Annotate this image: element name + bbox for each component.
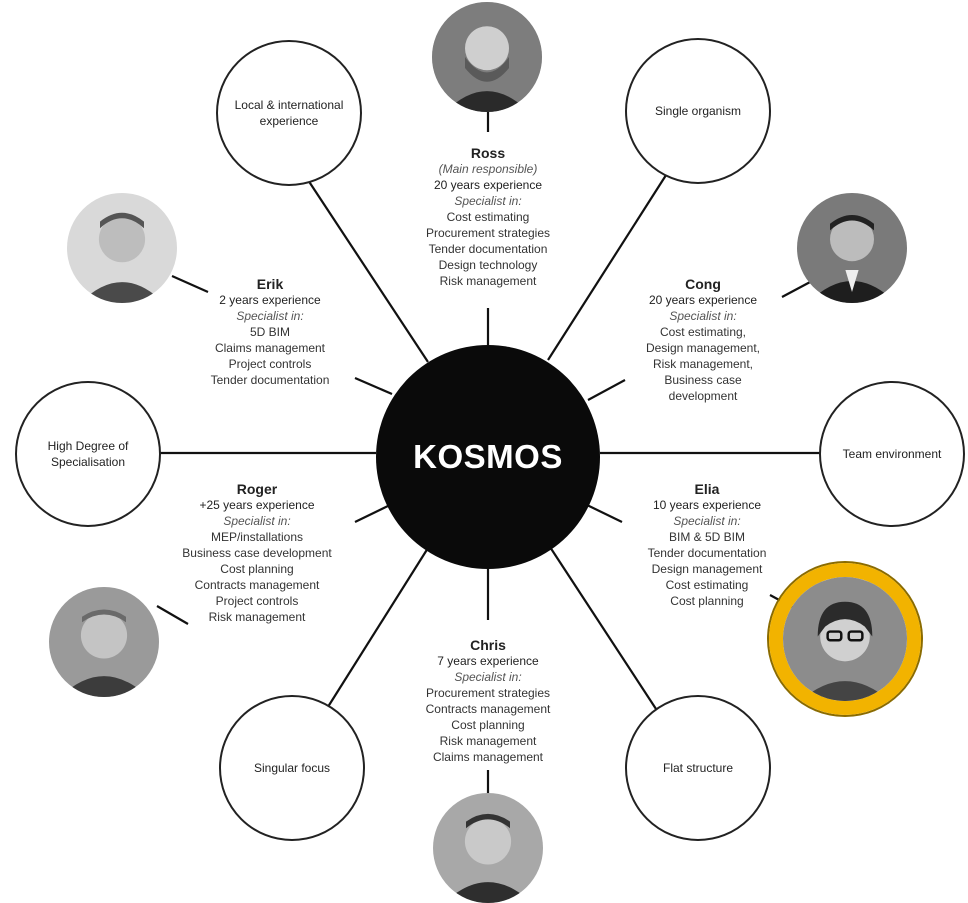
skill-item: Risk management bbox=[208, 610, 306, 624]
connector-elia-hub bbox=[586, 504, 623, 523]
connector-cong-hub bbox=[587, 379, 626, 401]
specialist-label: Specialist in: bbox=[236, 309, 304, 323]
skill-item: Cost estimating, bbox=[659, 325, 747, 339]
person-name: Elia bbox=[694, 481, 720, 497]
person-name: Erik bbox=[256, 276, 284, 292]
skill-item: Contracts management bbox=[194, 578, 320, 592]
hub-label: KOSMOS bbox=[413, 438, 563, 475]
skill-item: Project controls bbox=[215, 594, 299, 608]
value-local-international: Local & international experience bbox=[216, 40, 362, 186]
person-experience: 20 years experience bbox=[433, 178, 543, 192]
person-cong: Cong 20 years experience Specialist in: … bbox=[603, 276, 803, 404]
skill-item: Contracts management bbox=[425, 702, 551, 716]
person-experience: +25 years experience bbox=[199, 498, 315, 512]
skill-item: Risk management, bbox=[652, 357, 754, 371]
skill-item: 5D BIM bbox=[249, 325, 290, 339]
connector-lines bbox=[156, 112, 822, 795]
person-elia: Elia 10 years experience Specialist in: … bbox=[607, 481, 807, 609]
skill-item: Risk management bbox=[439, 274, 537, 288]
connector-singular bbox=[325, 547, 429, 711]
skill-item: Business case development bbox=[182, 546, 332, 560]
person-role: (Main responsible) bbox=[438, 162, 538, 176]
skill-item: development bbox=[668, 389, 738, 403]
kosmos-hub: KOSMOS bbox=[376, 345, 600, 569]
connector-single bbox=[547, 171, 669, 361]
ross-photo bbox=[432, 2, 542, 112]
person-ross: Ross (Main responsible) 20 years experie… bbox=[388, 145, 588, 289]
value-label: High Degree of Specialisation bbox=[47, 439, 129, 469]
value-team-environment: Team environment bbox=[819, 381, 965, 527]
value-label: Single organism bbox=[654, 104, 742, 118]
skill-item: Tender documentation bbox=[647, 546, 767, 560]
roger-photo bbox=[49, 587, 159, 697]
person-erik: Erik 2 years experience Specialist in: 5… bbox=[170, 276, 370, 388]
value-flat-structure: Flat structure bbox=[625, 695, 771, 841]
skill-item: Cost estimating bbox=[665, 578, 749, 592]
person-experience: 20 years experience bbox=[648, 293, 758, 307]
person-name: Ross bbox=[470, 145, 506, 161]
person-roger: Roger +25 years experience Specialist in… bbox=[147, 481, 367, 625]
connector-erik bbox=[171, 274, 209, 294]
value-label: Team environment bbox=[842, 447, 942, 461]
connector-roger bbox=[156, 605, 189, 625]
person-name: Roger bbox=[236, 481, 278, 497]
skill-item: Tender documentation bbox=[210, 373, 330, 387]
skill-item: Design management bbox=[651, 562, 763, 576]
person-name: Chris bbox=[470, 637, 506, 653]
skill-item: BIM & 5D BIM bbox=[668, 530, 745, 544]
skill-item: Design management, bbox=[645, 341, 761, 355]
skill-item: Procurement strategies bbox=[425, 686, 551, 700]
connector-roger-hub bbox=[354, 504, 391, 523]
skill-item: Cost planning bbox=[451, 718, 525, 732]
skill-item: Design technology bbox=[438, 258, 538, 272]
skill-item: Cost planning bbox=[220, 562, 294, 576]
skill-item: MEP/installations bbox=[210, 530, 304, 544]
person-chris: Chris 7 years experience Specialist in: … bbox=[388, 637, 588, 765]
specialist-label: Specialist in: bbox=[669, 309, 737, 323]
skill-item: Tender documentation bbox=[428, 242, 548, 256]
skill-item: Cost planning bbox=[670, 594, 744, 608]
person-experience: 7 years experience bbox=[437, 654, 539, 668]
cong-photo bbox=[797, 193, 907, 303]
value-high-specialisation: High Degree of Specialisation bbox=[15, 381, 161, 527]
connector-flat bbox=[549, 546, 659, 713]
skill-item: Cost estimating bbox=[446, 210, 530, 224]
specialist-label: Specialist in: bbox=[454, 194, 522, 208]
skill-item: Project controls bbox=[228, 357, 312, 371]
connector-local bbox=[307, 179, 429, 363]
value-label: Singular focus bbox=[253, 761, 331, 775]
value-label: Flat structure bbox=[662, 761, 734, 775]
specialist-label: Specialist in: bbox=[454, 670, 522, 684]
skill-item: Procurement strategies bbox=[425, 226, 551, 240]
skill-item: Business case bbox=[664, 373, 742, 387]
connector-erik-hub bbox=[354, 376, 393, 396]
value-label: Local & international experience bbox=[234, 98, 344, 128]
person-experience: 2 years experience bbox=[219, 293, 321, 307]
specialist-label: Specialist in: bbox=[223, 514, 291, 528]
chris-photo bbox=[433, 793, 543, 903]
person-experience: 10 years experience bbox=[652, 498, 762, 512]
skill-item: Claims management bbox=[214, 341, 326, 355]
value-single-organism: Single organism bbox=[625, 38, 771, 184]
person-name: Cong bbox=[685, 276, 721, 292]
skill-item: Risk management bbox=[439, 734, 537, 748]
erik-photo bbox=[67, 193, 177, 303]
connector-cong bbox=[781, 280, 813, 298]
specialist-label: Specialist in: bbox=[673, 514, 741, 528]
skill-item: Claims management bbox=[432, 750, 544, 764]
value-singular-focus: Singular focus bbox=[219, 695, 365, 841]
